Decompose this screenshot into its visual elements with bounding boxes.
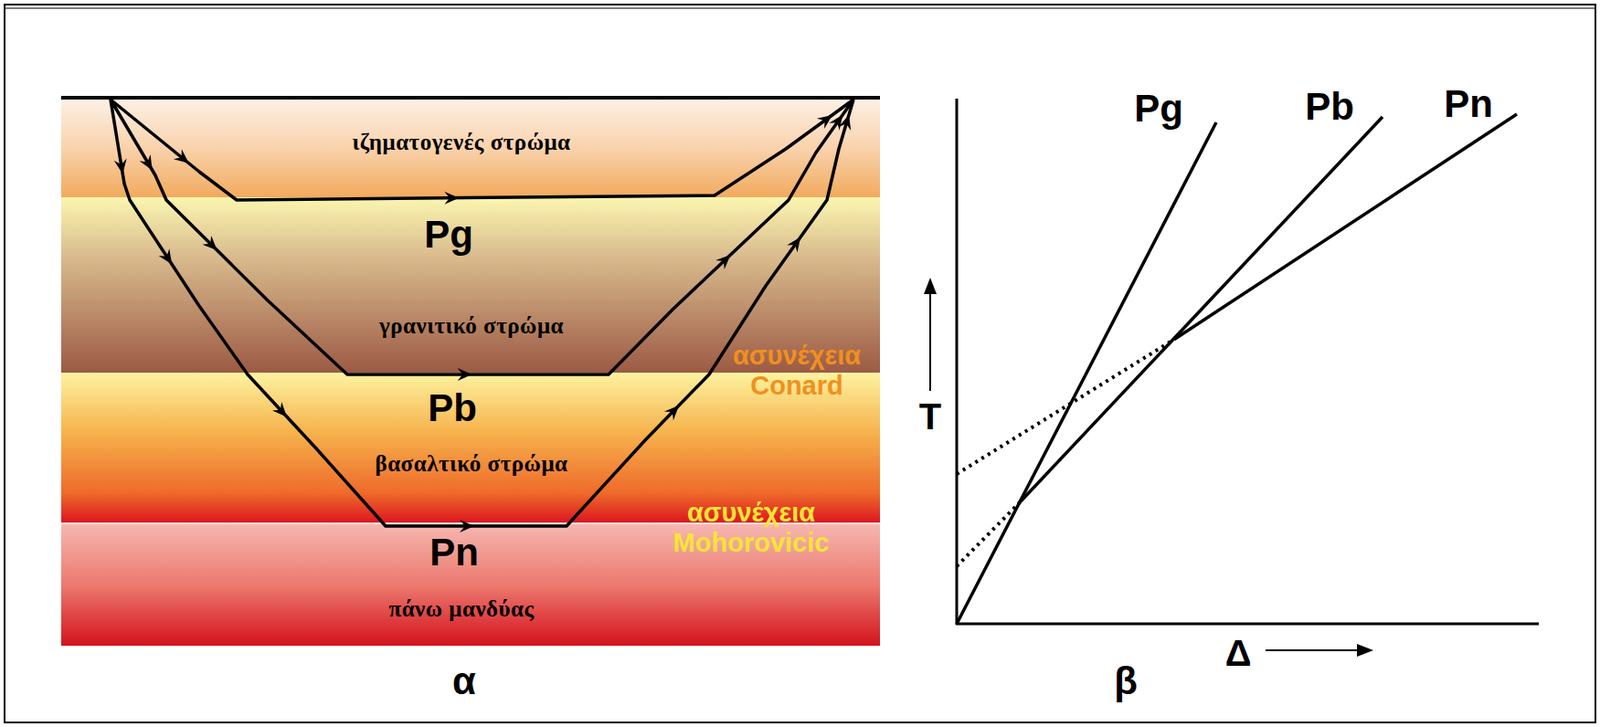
discontinuity-label: ασυνέχεια Mohorovicic — [673, 498, 830, 560]
ray-line — [110, 99, 854, 527]
ray-arrowhead — [459, 519, 475, 533]
panel-letter: β — [1113, 659, 1138, 704]
layer-name: γρανιτικό στρώμα — [379, 313, 564, 340]
ray-arrowhead — [272, 402, 287, 418]
earth-layer-band: ιζηματογενές στρώμα — [61, 97, 880, 198]
axis-label: T — [919, 396, 942, 438]
ray-label: Pb — [427, 386, 477, 431]
ray-line — [110, 99, 854, 201]
ray-arrowhead — [838, 115, 851, 131]
ray-label: Pn — [429, 530, 479, 575]
layer-name: ιζηματογενές στρώμα — [351, 129, 571, 156]
panel-letter: α — [452, 659, 477, 704]
ray-arrowhead — [114, 158, 128, 175]
ray-arrowhead — [715, 254, 731, 270]
ray-label: Pg — [423, 212, 474, 257]
layer-name: πάνω μανδύας — [388, 596, 534, 623]
ray-arrowhead — [173, 148, 190, 164]
ray-arrowhead — [139, 154, 153, 170]
ray-arrowhead — [158, 248, 173, 265]
ray-arrowhead — [201, 235, 217, 251]
axis-label: Δ — [1225, 633, 1252, 675]
curve-label: Pb — [1304, 84, 1355, 129]
ray-arrowhead — [828, 115, 843, 131]
curve-label: Pg — [1133, 86, 1184, 131]
ray-arrowhead — [786, 237, 801, 254]
ray-arrowhead — [444, 191, 459, 205]
ray-arrowhead — [816, 115, 833, 129]
curve-label: Pn — [1443, 82, 1494, 127]
ray-arrowhead — [664, 405, 679, 421]
discontinuity-label: ασυνέχεια Conard — [732, 340, 861, 403]
layer-name: βασαλτικό στρώμα — [374, 451, 568, 477]
ray-line — [110, 99, 854, 375]
ray-arrowhead — [457, 368, 473, 382]
